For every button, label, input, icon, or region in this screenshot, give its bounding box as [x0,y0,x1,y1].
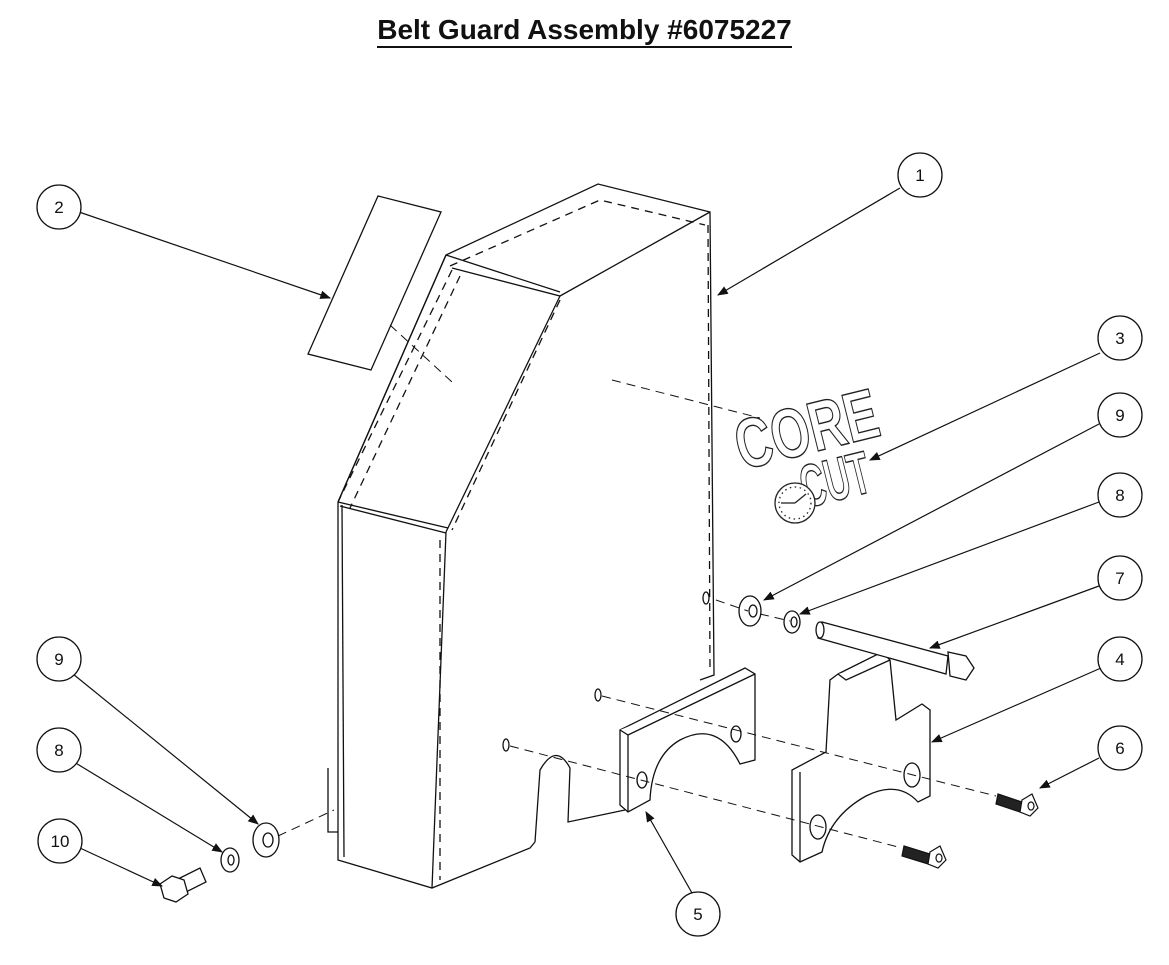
callout-7-label: 7 [1115,569,1124,588]
assembly-centerlines [277,324,997,849]
title-text: Belt Guard Assembly #6075227 [377,14,792,48]
callout-5: 5 [675,891,721,937]
lower-lock-washer [220,847,240,873]
callout-2-label: 2 [54,198,63,217]
callout-10-label: 10 [51,832,70,851]
callout-balloons: 1 2 3 9 8 7 4 6 5 9 8 10 [36,152,1143,937]
long-hex-bolt [815,621,975,681]
diagram-title: Belt Guard Assembly #6075227 [0,14,1169,48]
callout-5-label: 5 [693,905,702,924]
belt-guard-housing [327,183,715,889]
upper-lock-washer [783,610,801,634]
callout-7: 7 [1097,555,1143,601]
mount-plate [791,651,931,863]
callout-1-label: 1 [915,166,924,185]
callout-4-label: 4 [1115,650,1124,669]
callout-8-upper-label: 8 [1115,486,1124,505]
core-cut-logo: CORE CUT [726,373,887,524]
callout-9-lower: 9 [36,636,82,682]
callout-8-upper: 8 [1097,472,1143,518]
callout-9-lower-label: 9 [54,650,63,669]
callout-9-upper-label: 9 [1115,406,1124,425]
callout-6: 6 [1097,725,1143,771]
callout-3-label: 3 [1115,329,1124,348]
bracket-plate [619,667,756,813]
callout-9-upper: 9 [1097,392,1143,438]
callout-3: 3 [1097,315,1143,361]
callout-8-lower: 8 [36,727,82,773]
flat-head-screw-left [901,845,947,869]
callout-4: 4 [1097,636,1143,682]
callout-6-label: 6 [1115,739,1124,758]
lower-washer [252,822,280,858]
leader-lines [72,187,1102,894]
decal-label [307,195,442,371]
dial-icon [774,482,816,524]
callout-10: 10 [37,818,83,864]
callout-1: 1 [897,152,943,198]
upper-washer [738,595,762,627]
short-hex-bolt [159,867,207,903]
callout-2: 2 [36,184,82,230]
callout-8-lower-label: 8 [54,741,63,760]
flat-head-screw-right [995,793,1039,817]
